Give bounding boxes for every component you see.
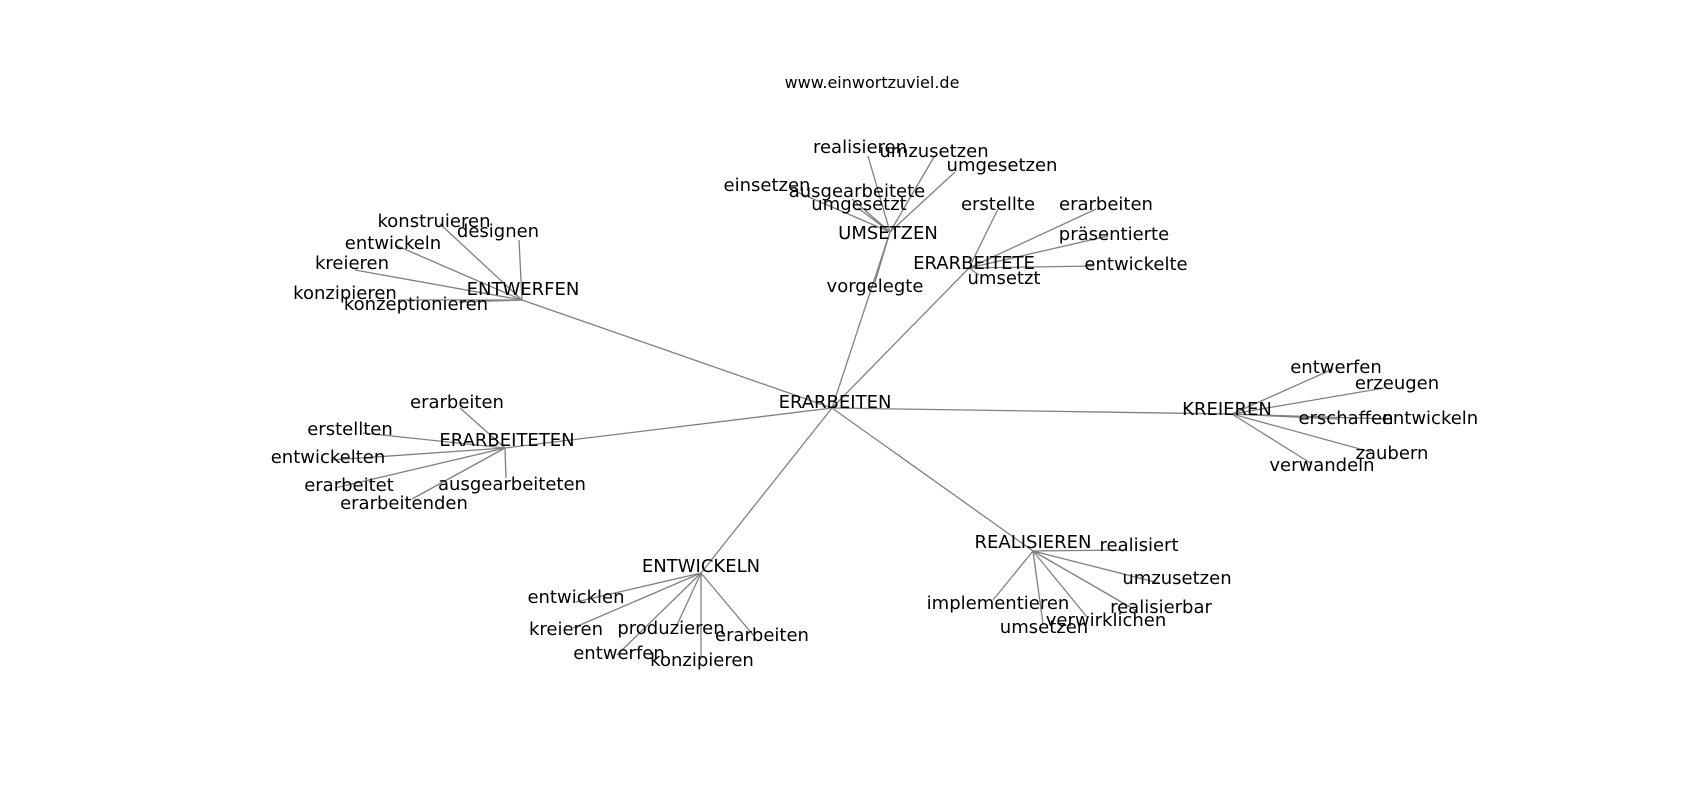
edge-hub-to-word (889, 171, 956, 233)
edge-hub-to-word (968, 208, 1097, 269)
word-node-label: erzeugen (1355, 373, 1439, 394)
edge-hub-to-word (1032, 550, 1044, 625)
edge-hub-to-word (1231, 368, 1334, 415)
word-node-label: kreieren (315, 253, 389, 274)
edge-center-to-hub (831, 407, 1233, 415)
word-node-label: kreieren (529, 619, 603, 640)
hub-node-label: ERARBEITETE (913, 253, 1035, 274)
edge-hub-to-word (459, 407, 506, 449)
edge-hub-to-word (575, 572, 702, 603)
hub-node-label: ENTWICKELN (642, 556, 760, 577)
word-node-label: umsetzen (1000, 617, 1088, 638)
word-node-label: konzeptionieren (344, 294, 488, 315)
edge-hub-to-word (1032, 549, 1126, 552)
word-node-label: realisiert (1099, 535, 1178, 556)
center-node-label: ERARBEITEN (779, 392, 892, 413)
edge-hub-to-word (1032, 550, 1160, 584)
word-node-label: erstellten (307, 419, 393, 440)
edge-hub-to-word (572, 572, 702, 629)
word-node-label: umgesetzen (947, 155, 1058, 176)
edge-hub-to-word (1231, 413, 1372, 453)
word-node-label: erarbeitet (304, 475, 394, 496)
word-node-label: realisieren (813, 137, 907, 158)
edge-hub-to-word (1231, 387, 1385, 415)
edge-center-to-hub (831, 267, 970, 409)
edge-hub-to-word (411, 447, 506, 500)
word-node-label: designen (457, 221, 539, 242)
word-node-label: erarbeitenden (340, 493, 468, 514)
word-node-label: ausgearbeiteten (438, 474, 586, 495)
edge-hub-to-word (857, 207, 891, 233)
word-node-label: umzusetzen (879, 141, 988, 162)
word-node-label: umsetzt (968, 268, 1041, 289)
edge-center-to-hub (521, 299, 833, 409)
word-node-label: erschaffen (1298, 408, 1393, 429)
edge-hub-to-word (394, 244, 523, 301)
word-node-label: erarbeiten (715, 625, 809, 646)
edges-layer (330, 155, 1389, 658)
hub-node-label: ENTWERFEN (467, 279, 580, 300)
edge-hub-to-word (1032, 550, 1088, 618)
word-node-label: erarbeiten (410, 392, 504, 413)
edge-hub-to-word (796, 191, 891, 233)
word-node-label: präsentierte (1059, 224, 1169, 245)
edge-hub-to-word (676, 572, 702, 626)
edge-hub-to-word (968, 208, 999, 269)
edge-hub-to-word (439, 223, 523, 301)
edge-hub-to-word (1032, 550, 1138, 612)
edge-hub-to-word (968, 265, 1095, 269)
edge-hub-to-word (874, 231, 891, 283)
word-node-label: erarbeiten (1059, 194, 1153, 215)
edge-hub-to-word (504, 447, 507, 479)
diagram-title: www.einwortzuviel.de (785, 73, 960, 92)
edge-center-to-hub (700, 407, 833, 574)
word-node-label: verwirklichen (1046, 610, 1166, 631)
edge-hub-to-word (616, 572, 702, 656)
word-node-label: realisierbar (1110, 597, 1212, 618)
edge-center-to-hub (504, 407, 833, 449)
word-node-label: vorgelegte (827, 276, 924, 297)
word-node-label: zaubern (1356, 443, 1429, 464)
word-node-label: einsetzen (724, 175, 811, 196)
word-node-label: ausgearbeitete (789, 181, 926, 202)
word-node-label: konzipieren (293, 283, 397, 304)
edge-hub-to-word (700, 572, 755, 637)
word-node-label: entwicklen (527, 587, 624, 608)
edge-hub-to-word (889, 156, 935, 233)
word-node-label: umzusetzen (1122, 568, 1231, 589)
word-node-label: implementieren (927, 593, 1070, 614)
word-node-label: entwerfen (1290, 357, 1382, 378)
edge-hub-to-word (518, 239, 523, 301)
edge-hub-to-word (992, 550, 1034, 601)
word-node-label: verwandeln (1269, 455, 1374, 476)
edge-hub-to-word (334, 447, 506, 489)
word-node-label: produzieren (617, 618, 724, 639)
edge-hub-to-word (354, 269, 523, 301)
word-node-label: entwickeln (1382, 408, 1478, 429)
edge-hub-to-word (1231, 413, 1389, 420)
edge-hub-to-word (362, 432, 506, 449)
word-node-label: konstruieren (377, 211, 490, 232)
word-node-label: umgesetzt (811, 194, 906, 215)
edge-center-to-hub (831, 231, 891, 409)
word-node-label: erstellte (961, 194, 1035, 215)
hub-node-label: KREIEREN (1182, 399, 1272, 420)
hub-node-label: ERARBEITETEN (439, 430, 574, 451)
edge-hub-to-word (1231, 413, 1313, 465)
word-node-label: konzipieren (650, 650, 754, 671)
edge-hub-to-word (867, 155, 891, 233)
word-node-label: entwickelten (271, 447, 386, 468)
word-node-label: entwerfen (573, 643, 665, 664)
edge-hub-to-word (330, 447, 506, 461)
edge-hub-to-word (968, 267, 980, 276)
edge-hub-to-word (968, 235, 1109, 269)
edge-hub-to-word (458, 299, 523, 303)
word-node-label: entwickeln (345, 233, 441, 254)
hub-node-label: UMSETZEN (838, 223, 938, 244)
hub-node-label: REALISIEREN (975, 532, 1092, 553)
edge-center-to-hub (831, 407, 1034, 552)
word-node-label: entwickelte (1084, 254, 1187, 275)
